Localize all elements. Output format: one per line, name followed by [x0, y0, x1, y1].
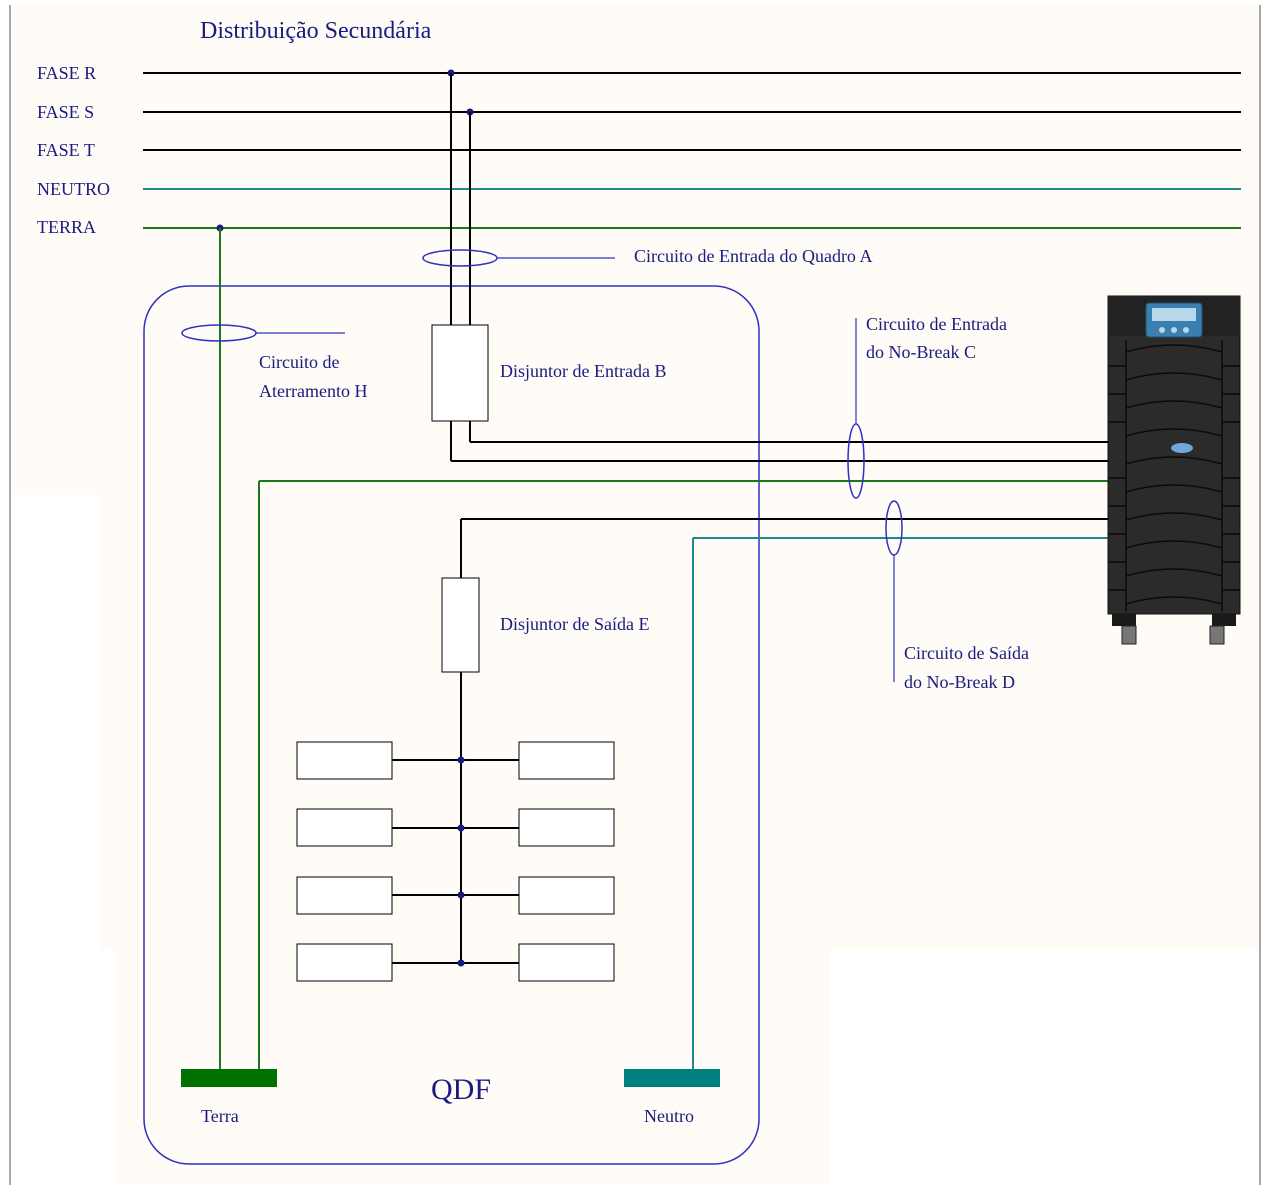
junction-dot — [457, 959, 465, 967]
branch-breaker-right — [518, 741, 615, 780]
branch-breaker-left — [296, 943, 393, 982]
branch-breaker-left — [296, 741, 393, 780]
ups-tower-icon — [1107, 295, 1241, 645]
branch-breaker-right — [518, 943, 615, 982]
neutro-bar-label: Neutro — [644, 1106, 694, 1126]
fase-r-label: FASE R — [37, 63, 96, 83]
circuito-entrada-nobreak-label-2: do No-Break C — [866, 342, 976, 362]
fase-s-label: FASE S — [37, 102, 94, 122]
neutro-label: NEUTRO — [37, 179, 110, 199]
disjuntor-saida-label: Disjuntor de Saída E — [500, 614, 649, 634]
diagram-title: Distribuição Secundária — [200, 18, 432, 44]
branch-row — [296, 943, 615, 982]
qdf-label: QDF — [431, 1073, 491, 1106]
fase-t-label: FASE T — [37, 140, 95, 160]
circuito-saida-nobreak-label-1: Circuito de Saída — [904, 643, 1029, 663]
neutro-bar — [624, 1069, 720, 1087]
branch-breaker-right — [518, 876, 615, 915]
branch-breaker-left — [296, 876, 393, 915]
disjuntor-entrada-label: Disjuntor de Entrada B — [500, 361, 666, 381]
branch-row — [296, 741, 615, 780]
diagram-background-mid — [100, 495, 1260, 950]
diagram-background-bottom — [115, 950, 830, 1185]
branch-breaker-right — [518, 808, 615, 847]
terra-bar-label: Terra — [201, 1106, 239, 1126]
circuito-entrada-quadro-label: Circuito de Entrada do Quadro A — [634, 246, 872, 266]
terra-bar — [181, 1069, 277, 1087]
disjuntor-saida-box — [441, 577, 480, 673]
junction-dot — [457, 824, 465, 832]
junction-dot — [457, 891, 465, 899]
branch-row — [296, 876, 615, 915]
circuito-entrada-nobreak-label-1: Circuito de Entrada — [866, 314, 1007, 334]
branch-row — [296, 808, 615, 847]
circuito-aterramento-label-1: Circuito de — [259, 352, 339, 372]
circuito-aterramento-label-2: Aterramento H — [259, 381, 367, 401]
terra-label: TERRA — [37, 217, 96, 237]
junction-dot — [457, 756, 465, 764]
circuito-saida-nobreak-label-2: do No-Break D — [904, 672, 1015, 692]
branch-breaker-left — [296, 808, 393, 847]
disjuntor-entrada-box — [431, 324, 489, 422]
diagram-background-top — [10, 5, 1260, 495]
